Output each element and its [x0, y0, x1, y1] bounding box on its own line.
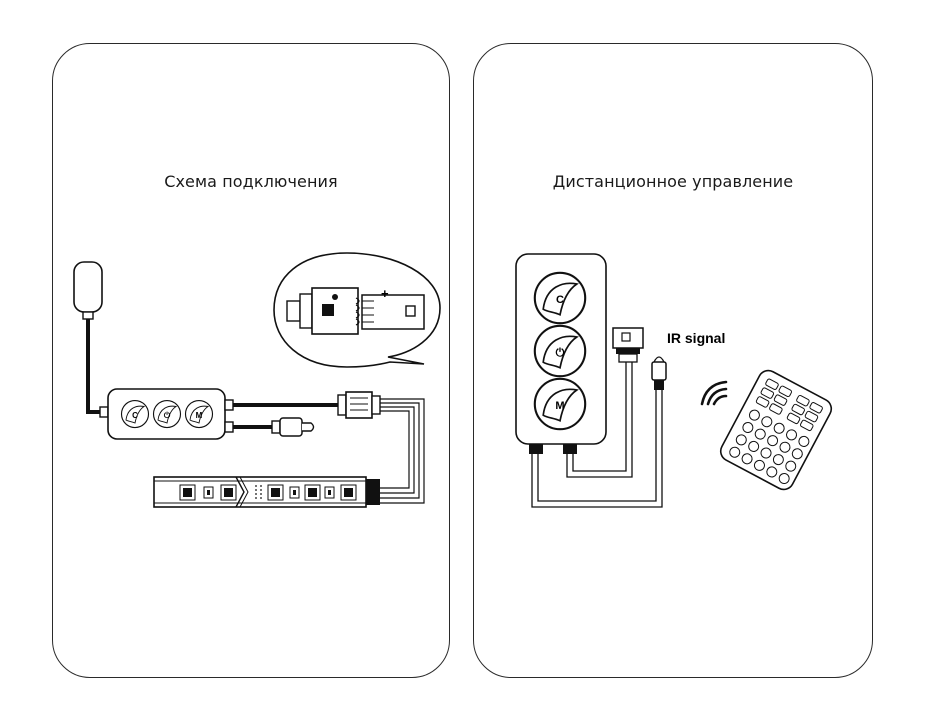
- controller-right-button-m: M: [533, 377, 587, 431]
- controller-left-label-m: M: [196, 411, 203, 420]
- controller-left-button-power: ⏻: [152, 399, 182, 429]
- controller-left: C ⏻ M: [107, 388, 234, 440]
- controller-right-button-c: C: [533, 271, 587, 325]
- strip-connector: [337, 391, 381, 419]
- ir-signal-label: IR signal: [667, 330, 725, 346]
- power-cable: [86, 319, 107, 414]
- ir-receiver-left: [271, 417, 315, 437]
- controller-left-label-power: ⏻: [164, 411, 171, 420]
- controller-right-wires: [531, 362, 663, 508]
- controller-left-button-c: C: [120, 399, 150, 429]
- controller-right-button-power: ⏻: [533, 324, 587, 378]
- connection-scheme-title: Схема подключения: [164, 172, 338, 191]
- connector-detail-bubble: +: [273, 252, 441, 368]
- remote-control-title: Дистанционное управление: [552, 172, 794, 191]
- ir-remote: [719, 369, 833, 491]
- ir-receiver-right: [651, 356, 667, 390]
- controller-right-label-c: C: [556, 294, 564, 306]
- ribbon-wires: [380, 398, 425, 504]
- power-adapter: [73, 261, 103, 320]
- controller-left-label-c: C: [132, 411, 138, 420]
- controller-right-label-m: M: [555, 400, 564, 412]
- connector-plus-label: +: [381, 286, 389, 301]
- controller-right-label-power: ⏻: [556, 346, 565, 359]
- controller-right: C ⏻ M: [515, 253, 607, 454]
- controller-left-button-m: M: [184, 399, 214, 429]
- dc-connector-right: [612, 327, 644, 363]
- wireless-signal-icon: [700, 380, 728, 406]
- led-strip: [153, 476, 380, 508]
